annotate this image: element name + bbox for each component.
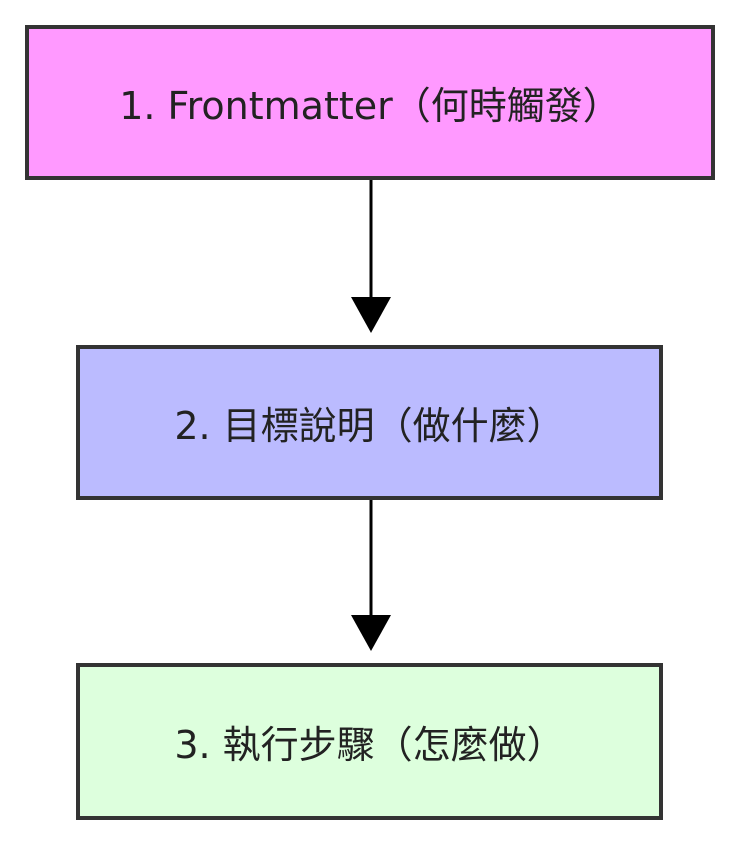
edge-2-to-3: [351, 500, 391, 651]
step-execution-box: 3. 執行步驟（怎麼做）: [76, 663, 663, 820]
arrowhead-icon: [351, 297, 391, 333]
step-goal-box: 2. 目標說明（做什麼）: [76, 345, 663, 500]
step-label: 2. 目標說明（做什麼）: [174, 404, 565, 448]
edge-1-to-2: [351, 180, 391, 333]
step-label: 3. 執行步驟（怎麼做）: [174, 723, 565, 767]
step-frontmatter-box: 1. Frontmatter（何時觸發）: [25, 25, 715, 180]
arrowhead-icon: [351, 615, 391, 651]
step-label: 1. Frontmatter（何時觸發）: [119, 84, 621, 128]
